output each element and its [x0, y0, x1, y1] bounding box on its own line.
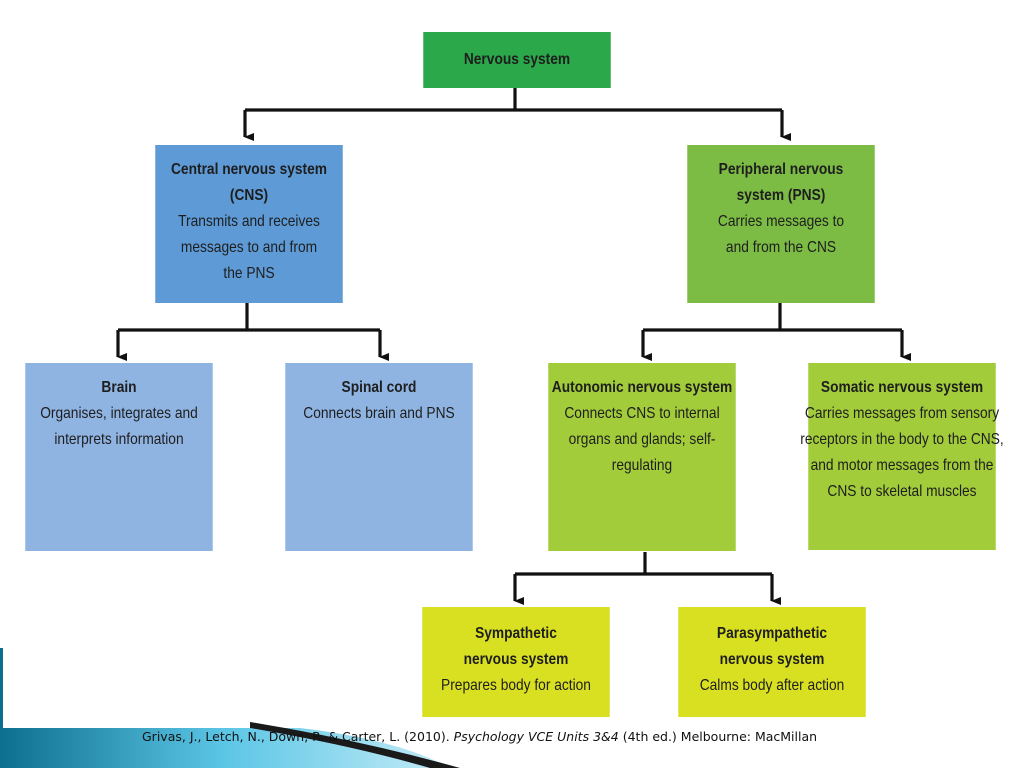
- node-somatic: Somatic nervous system Carries messages …: [800, 363, 1004, 550]
- node-parasympathetic: Parasympathetic nervous system Calms bod…: [678, 607, 866, 717]
- node-description: Prepares body for action: [441, 677, 591, 694]
- edge-root-split: [245, 88, 782, 112]
- node-title: Parasympathetic nervous system: [716, 625, 828, 668]
- node-title: Somatic nervous system: [820, 379, 984, 396]
- edge-cns-split: [118, 303, 380, 332]
- node-title: Peripheral nervous system (PNS): [718, 161, 844, 204]
- citation-authors: Grivas, J., Letch, N., Down, R. & Carter…: [142, 729, 454, 744]
- citation-publisher: (4th ed.) Melbourne: MacMillan: [618, 729, 818, 744]
- node-description: Connects brain and PNS: [303, 405, 455, 422]
- node-title: Autonomic nervous system: [551, 379, 733, 396]
- citation: Grivas, J., Letch, N., Down, R. & Carter…: [142, 729, 902, 744]
- node-description: Carries messages from sensory receptors …: [800, 405, 1004, 500]
- node-cns: Central nervous system (CNS) Transmits a…: [155, 145, 343, 303]
- node-brain: Brain Organises, integrates and interpre…: [25, 363, 213, 551]
- node-nervous-system: Nervous system: [423, 32, 611, 88]
- node-pns: Peripheral nervous system (PNS) Carries …: [687, 145, 875, 303]
- edge-pns-split: [643, 303, 902, 332]
- node-title: Nervous system: [463, 51, 571, 68]
- node-description: Transmits and receives messages to and f…: [178, 213, 320, 282]
- node-title: Central nervous system (CNS): [170, 161, 328, 204]
- edge-autonomic-split: [515, 552, 772, 576]
- node-spinal-cord: Spinal cord Connects brain and PNS: [285, 363, 473, 551]
- node-description: Calms body after action: [699, 677, 845, 694]
- citation-book: Psychology VCE Units 3&4: [453, 729, 619, 744]
- node-sympathetic: Sympathetic nervous system Prepares body…: [422, 607, 610, 717]
- node-title: Brain: [101, 379, 137, 396]
- node-description: Carries messages to and from the CNS: [717, 213, 845, 256]
- node-title: Spinal cord: [341, 379, 417, 396]
- node-autonomic: Autonomic nervous system Connects CNS to…: [548, 363, 736, 551]
- node-description: Organises, integrates and interprets inf…: [40, 405, 198, 448]
- node-description: Connects CNS to internal organs and glan…: [564, 405, 720, 474]
- node-title: Sympathetic nervous system: [463, 625, 569, 668]
